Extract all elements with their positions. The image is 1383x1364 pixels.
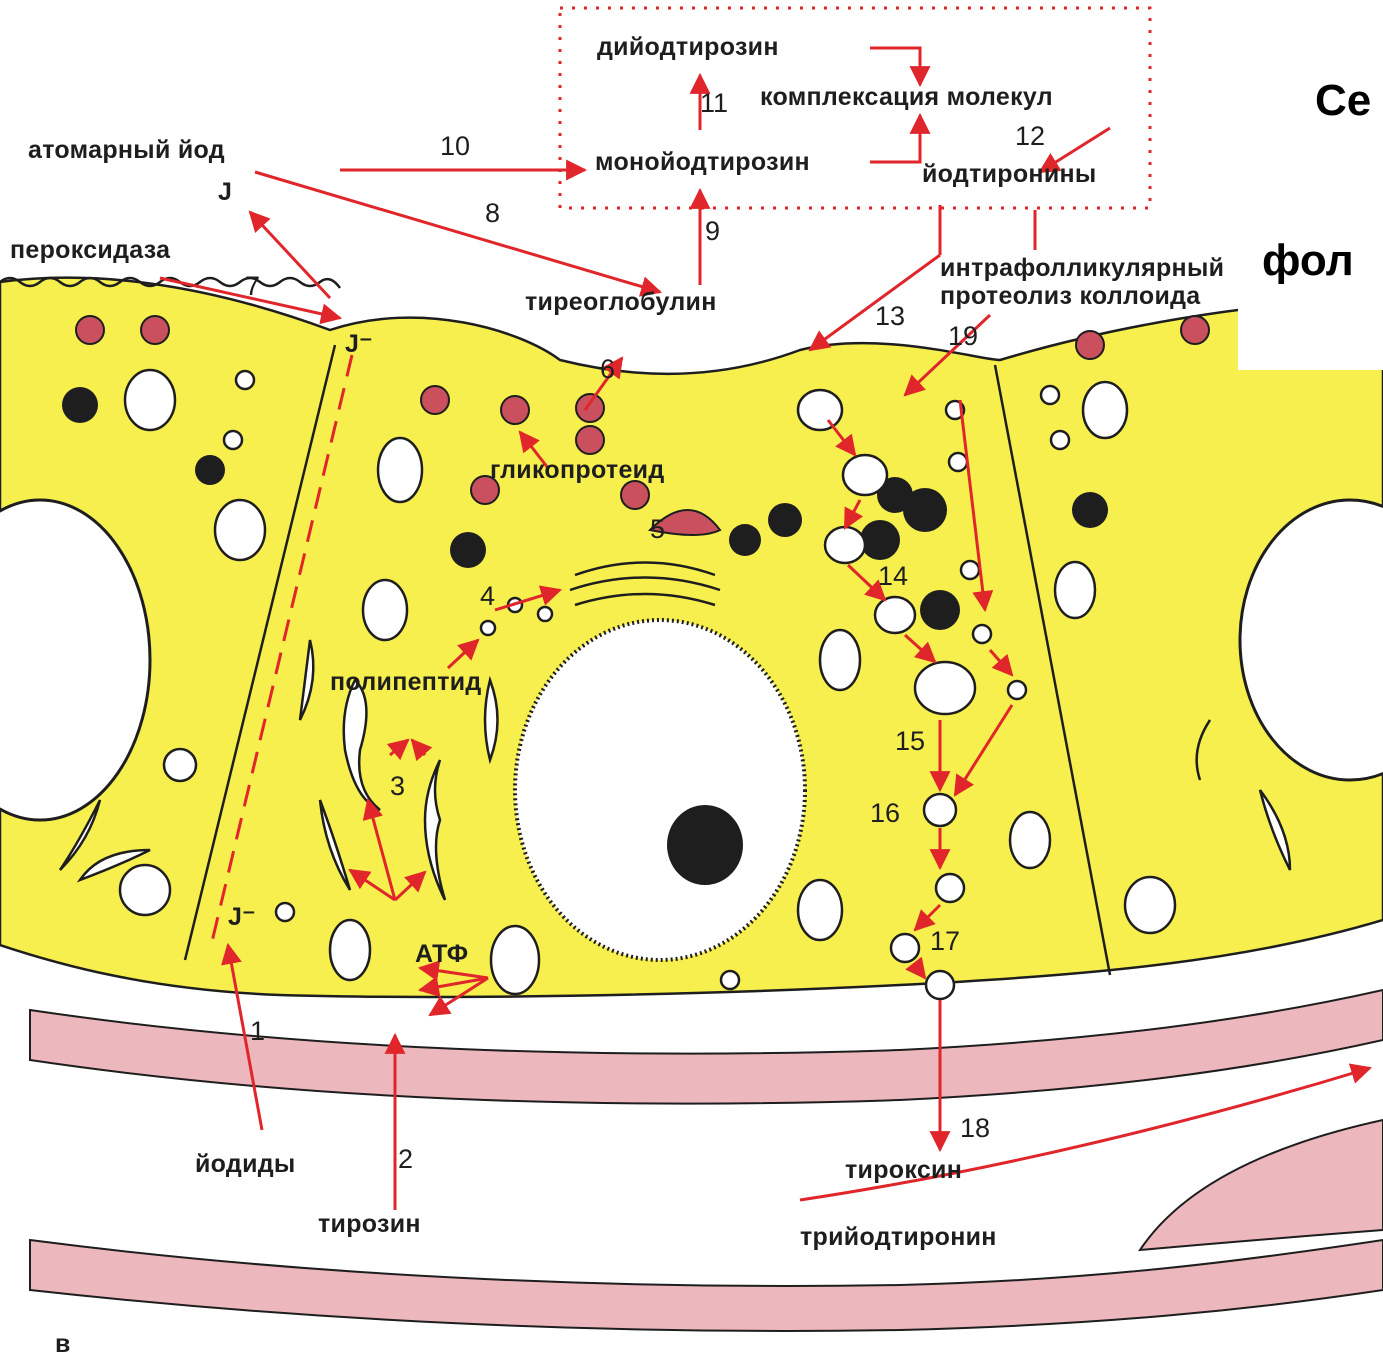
- step-number-7: 7: [245, 271, 260, 301]
- step-number-10: 10: [440, 131, 470, 161]
- label-triiodothyronine: трийодтиронин: [800, 1223, 997, 1251]
- label-iodide-apical: J⁻: [345, 330, 373, 358]
- label-figure-letter: в: [55, 1330, 71, 1358]
- label-iodides: йодиды: [195, 1150, 296, 1178]
- label-iodide-basal: J⁻: [228, 903, 256, 931]
- label-proteolysis-line1: интрафолликулярный: [940, 254, 1224, 282]
- step-number-17: 17: [930, 926, 960, 956]
- label-glycoprotein: гликопротеид: [490, 456, 665, 484]
- step-number-4: 4: [480, 581, 495, 611]
- nucleolus: [667, 805, 743, 885]
- step-number-12: 12: [1015, 121, 1045, 151]
- step-number-15: 15: [895, 726, 925, 756]
- step-number-9: 9: [705, 216, 720, 246]
- label-thyroglobulin: тиреоглобулин: [525, 288, 717, 316]
- nucleus: [515, 620, 805, 960]
- title-overlay-line1: Се: [1315, 76, 1371, 125]
- step-number-1: 1: [250, 1016, 265, 1046]
- step-number-16: 16: [870, 798, 900, 828]
- step-number-3: 3: [390, 771, 405, 801]
- label-atomic-iodine: атомарный йод: [28, 136, 225, 164]
- label-peroxidase: пероксидаза: [10, 236, 171, 264]
- step-number-18: 18: [960, 1113, 990, 1143]
- step-number-13: 13: [875, 301, 905, 331]
- step-number-11: 11: [700, 88, 728, 118]
- label-tyrosine: тирозин: [318, 1210, 421, 1238]
- capillary-lower: [30, 1240, 1383, 1331]
- label-complexation: комплексация молекул: [760, 83, 1053, 111]
- capillary-right: [1140, 1120, 1383, 1250]
- label-atp: АТФ: [415, 940, 468, 968]
- title-overlay-line2: фол: [1262, 236, 1354, 285]
- step-number-8: 8: [485, 198, 500, 228]
- label-polypeptide: полипептид: [330, 668, 482, 696]
- label-iodothyronines: йодтиронины: [922, 160, 1097, 188]
- step-number-2: 2: [398, 1144, 413, 1174]
- step-number-5: 5: [650, 514, 665, 544]
- capillary-upper: [30, 990, 1383, 1104]
- step-number-14: 14: [878, 561, 908, 591]
- step-number-6: 6: [600, 354, 615, 384]
- title-overlay-box: [1238, 0, 1383, 370]
- label-proteolysis-line2: протеолиз коллоида: [940, 282, 1201, 310]
- label-thyroxine: тироксин: [845, 1156, 962, 1184]
- step-number-19: 19: [948, 321, 978, 351]
- label-monoiodotyrosine: монойодтирозин: [595, 148, 810, 176]
- label-iodine-symbol: J: [218, 178, 232, 206]
- label-diiodotyrosine: дийодтирозин: [597, 33, 779, 61]
